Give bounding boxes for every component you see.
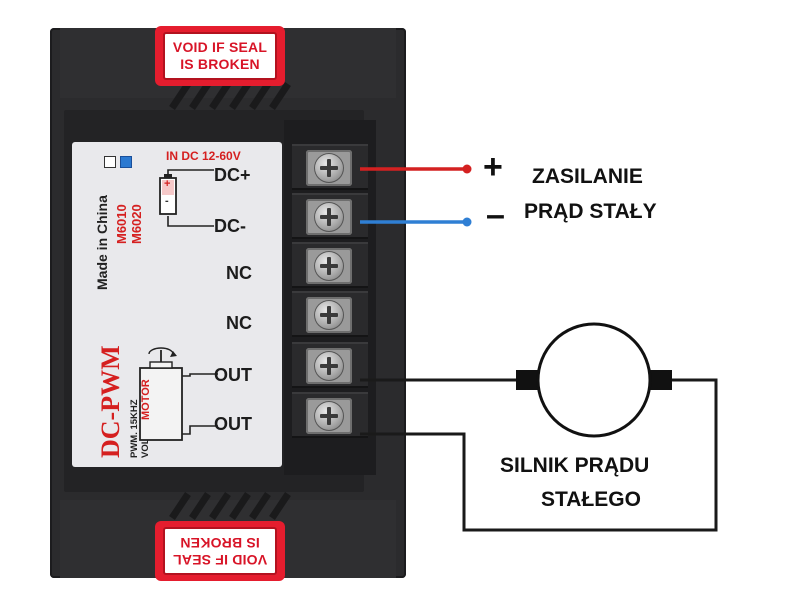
terminal-label-nc-2: NC xyxy=(226,313,252,333)
terminal-label-out-2: OUT xyxy=(214,414,252,434)
housing-ribs-top xyxy=(169,82,291,110)
negative-wire-end xyxy=(462,217,472,227)
motor-wire-2 xyxy=(360,378,718,532)
positive-wire-end xyxy=(462,164,472,174)
battery-minus-mark: - xyxy=(165,195,169,207)
terminal-dc-minus xyxy=(292,193,368,239)
terminal-label-dc-minus: DC- xyxy=(214,216,246,236)
minus-sign: – xyxy=(486,196,505,234)
screw-icon xyxy=(314,351,344,381)
terminal-label-out-1: OUT xyxy=(214,365,252,385)
terminal-out-1 xyxy=(292,342,368,388)
battery-plus-mark: + xyxy=(164,178,171,190)
power-label-line1: ZASILANIE xyxy=(532,165,643,188)
housing-ribs-bottom xyxy=(169,492,291,520)
model-checkbox-m6010 xyxy=(104,156,116,168)
terminal-nc-1 xyxy=(292,242,368,288)
input-rating: IN DC 12-60V xyxy=(166,149,241,163)
power-label-line2: PRĄD STAŁY xyxy=(524,200,657,223)
terminal-out-2 xyxy=(292,392,368,438)
motor-label-line1: SILNIK PRĄDU xyxy=(500,454,650,477)
screw-icon xyxy=(314,153,344,183)
motor-wiring xyxy=(139,347,218,441)
terminal-nc-2 xyxy=(292,291,368,337)
motor-brush-right xyxy=(648,370,672,390)
battery-wiring xyxy=(159,169,214,227)
motor-circle-icon xyxy=(536,322,652,438)
terminal-label-nc-1: NC xyxy=(226,263,252,283)
seal-top: VOID IF SEAL IS BROKEN xyxy=(155,26,285,86)
terminal-block xyxy=(284,120,376,475)
seal-top-line1: VOID IF SEAL xyxy=(172,39,268,55)
motor-brush-left xyxy=(516,370,540,390)
motor-icon xyxy=(139,367,183,441)
screw-icon xyxy=(314,251,344,281)
motor-label-line2: STAŁEGO xyxy=(541,488,641,511)
seal-top-line2: IS BROKEN xyxy=(180,56,260,72)
screw-icon xyxy=(314,202,344,232)
terminal-dc-plus xyxy=(292,144,368,190)
plus-sign: + xyxy=(483,148,503,186)
model-checkbox-m6020 xyxy=(120,156,132,168)
screw-icon xyxy=(314,300,344,330)
screw-icon xyxy=(314,401,344,431)
terminal-label-dc-plus: DC+ xyxy=(214,165,251,185)
